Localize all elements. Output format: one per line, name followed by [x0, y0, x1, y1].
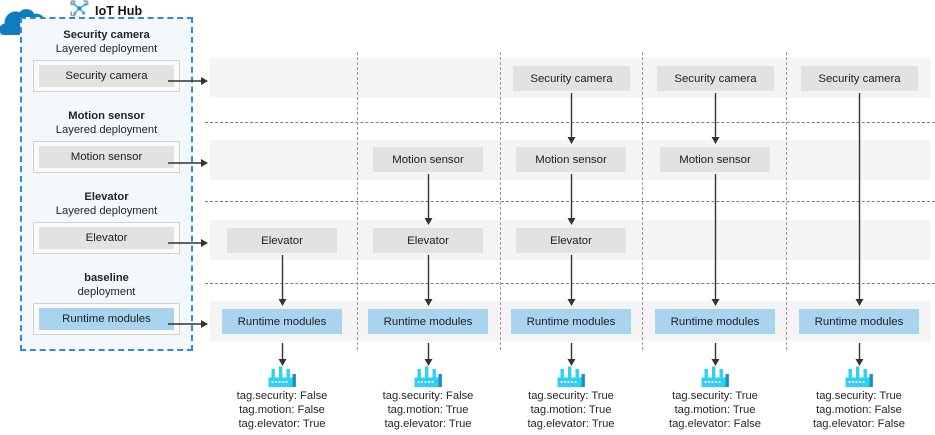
cell-c4-security-camera[interactable]: Security camera — [657, 66, 774, 91]
factory-icon — [700, 365, 730, 389]
module-chip-elevator[interactable]: Elevator — [39, 227, 174, 250]
deployment-box[interactable]: Security camera — [33, 60, 180, 93]
arrow-security-camera-to-grid — [168, 73, 210, 85]
cell-c4-motion-sensor[interactable]: Motion sensor — [660, 147, 770, 172]
group-title-line2: Layered deployment — [55, 42, 158, 55]
tags-c2: tag.security: False tag.motion: True tag… — [358, 389, 498, 432]
column-separator — [642, 52, 643, 350]
deployment-box[interactable]: Motion sensor — [33, 141, 180, 174]
arrow-c4-camera-to-motion — [710, 93, 721, 145]
tags-c5: tag.security: True tag.motion: False tag… — [789, 389, 929, 432]
tag-line: tag.security: False — [382, 390, 474, 402]
group-title-line1: baseline — [84, 272, 129, 284]
arrow-runtime-modules-to-grid — [168, 316, 210, 328]
cell-c2-motion-sensor[interactable]: Motion sensor — [373, 147, 483, 172]
arrow-c2-runtime-to-factory — [423, 343, 434, 367]
tag-line: tag.elevator: True — [527, 418, 615, 431]
group-title-line2: deployment — [77, 285, 136, 298]
group-title: Elevator Layered deployment — [22, 191, 191, 218]
arrow-c2-elevator-to-runtime — [423, 255, 434, 307]
layered-deployment-panel: Security camera Layered deployment Secur… — [20, 17, 193, 351]
arrow-c4-motion-to-runtime — [710, 174, 721, 307]
arrow-c3-runtime-to-factory — [566, 343, 577, 367]
factory-icon — [413, 365, 443, 389]
deployment-group-security-camera: Security camera Layered deployment Secur… — [22, 29, 191, 93]
deployment-box[interactable]: Runtime modules — [33, 303, 180, 336]
tags-c1: tag.security: False tag.motion: False ta… — [212, 389, 352, 432]
tag-line: tag.motion: True — [387, 404, 469, 417]
deployment-group-elevator: Elevator Layered deployment Elevator — [22, 191, 191, 255]
deployment-matrix: Elevator Runtime modules tag.security — [168, 0, 935, 435]
factory-icon — [556, 365, 586, 389]
arrow-c3-camera-to-motion — [566, 93, 577, 145]
tag-line: tag.security: True — [816, 390, 902, 402]
deployment-group-motion-sensor: Motion sensor Layered deployment Motion … — [22, 110, 191, 174]
group-title-line2: Layered deployment — [55, 123, 158, 136]
arrow-c5-runtime-to-factory — [854, 343, 865, 367]
factory-icon — [267, 365, 297, 389]
deployment-box[interactable]: Elevator — [33, 222, 180, 255]
cell-c3-elevator[interactable]: Elevator — [516, 228, 626, 253]
tag-line: tag.security: True — [672, 390, 758, 402]
column-separator — [357, 52, 358, 350]
cell-c5-security-camera[interactable]: Security camera — [801, 66, 918, 91]
tag-line: tag.elevator: False — [812, 418, 906, 431]
module-chip-runtime-modules[interactable]: Runtime modules — [39, 308, 174, 331]
tags-c4: tag.security: True tag.motion: True tag.… — [645, 389, 785, 432]
arrow-elevator-to-grid — [168, 235, 210, 247]
group-title-line1: Elevator — [84, 191, 129, 203]
cell-c3-security-camera[interactable]: Security camera — [513, 66, 630, 91]
factory-icon — [844, 365, 874, 389]
cell-c2-elevator[interactable]: Elevator — [373, 228, 483, 253]
arrow-motion-sensor-to-grid — [168, 155, 210, 167]
tag-line: tag.motion: True — [530, 404, 612, 417]
arrow-c3-motion-to-elevator — [566, 174, 577, 226]
cell-c4-runtime-modules[interactable]: Runtime modules — [655, 309, 775, 334]
tag-line: tag.elevator: True — [238, 418, 326, 431]
group-title: Security camera Layered deployment — [22, 29, 191, 56]
arrow-c1-runtime-to-factory — [277, 343, 288, 367]
tag-line: tag.motion: True — [674, 404, 756, 417]
iot-hub-network-icon — [70, 0, 89, 22]
cell-c2-runtime-modules[interactable]: Runtime modules — [368, 309, 488, 334]
arrow-c4-runtime-to-factory — [710, 343, 721, 367]
arrow-c1-elevator-to-runtime — [277, 255, 288, 307]
tag-line: tag.elevator: False — [668, 418, 762, 431]
row-separator — [205, 283, 935, 284]
row-separator — [205, 201, 935, 202]
group-title-line1: Security camera — [63, 29, 150, 41]
group-title: Motion sensor Layered deployment — [22, 110, 191, 137]
cell-c1-elevator[interactable]: Elevator — [227, 228, 337, 253]
deployment-group-baseline: baseline deployment Runtime modules — [22, 272, 191, 336]
tag-line: tag.security: False — [236, 390, 328, 402]
cell-c5-runtime-modules[interactable]: Runtime modules — [799, 309, 919, 334]
column-separator — [786, 52, 787, 350]
group-title-line2: Layered deployment — [55, 204, 158, 217]
cell-c1-runtime-modules[interactable]: Runtime modules — [222, 309, 342, 334]
cell-c3-runtime-modules[interactable]: Runtime modules — [511, 309, 631, 334]
module-chip-security-camera[interactable]: Security camera — [39, 65, 174, 88]
column-separator — [500, 52, 501, 350]
tag-line: tag.motion: False — [239, 404, 325, 417]
group-title: baseline deployment — [22, 272, 191, 299]
cell-c3-motion-sensor[interactable]: Motion sensor — [516, 147, 626, 172]
arrow-c5-camera-to-runtime — [854, 93, 865, 307]
arrow-c3-elevator-to-runtime — [566, 255, 577, 307]
tag-line: tag.motion: False — [816, 404, 902, 417]
iot-hub-header: IoT Hub — [70, 0, 143, 22]
row-separator — [205, 122, 935, 123]
arrow-c2-motion-to-elevator — [423, 174, 434, 226]
tag-line: tag.elevator: True — [384, 418, 472, 431]
module-chip-motion-sensor[interactable]: Motion sensor — [39, 146, 174, 169]
iot-hub-label: IoT Hub — [95, 4, 143, 18]
tag-line: tag.security: True — [528, 390, 614, 402]
tags-c3: tag.security: True tag.motion: True tag.… — [501, 389, 641, 432]
group-title-line1: Motion sensor — [68, 110, 145, 122]
